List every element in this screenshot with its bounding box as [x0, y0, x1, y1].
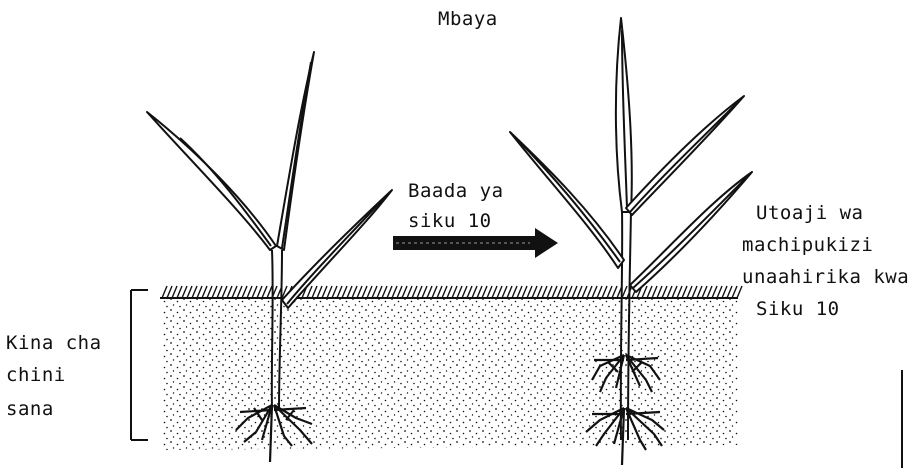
depth-label-line-2: chini [6, 362, 66, 389]
soil-region [162, 296, 738, 450]
depth-bracket [131, 290, 148, 440]
diagram-title: Mbaya [438, 6, 498, 33]
delay-label-line-2: machipukizi [742, 232, 873, 259]
arrow-label-line-1: Baada ya [408, 178, 504, 205]
arrow-label-line-2: siku 10 [408, 208, 492, 235]
depth-label-line-3: sana [6, 396, 54, 423]
delay-label-line-4: Siku 10 [756, 296, 840, 323]
delay-label-line-3: unaahirika kwa [742, 264, 908, 291]
depth-label-line-1: Kina cha [6, 330, 102, 357]
delay-label-line-1: Utoaji wa [756, 200, 863, 227]
